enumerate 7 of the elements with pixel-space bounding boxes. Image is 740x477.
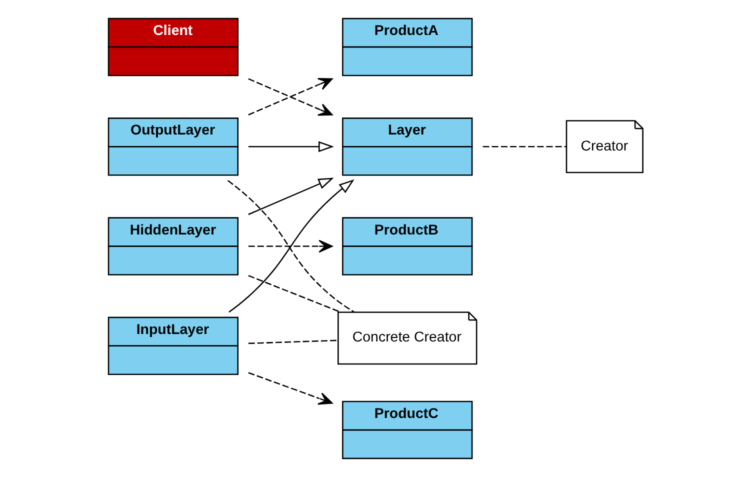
connector bbox=[248, 274, 340, 313]
arrow bbox=[248, 240, 332, 253]
arrow bbox=[248, 141, 334, 152]
arrow bbox=[248, 178, 334, 216]
arrow bbox=[248, 372, 332, 405]
connector bbox=[482, 146, 566, 148]
connector bbox=[248, 340, 338, 344]
